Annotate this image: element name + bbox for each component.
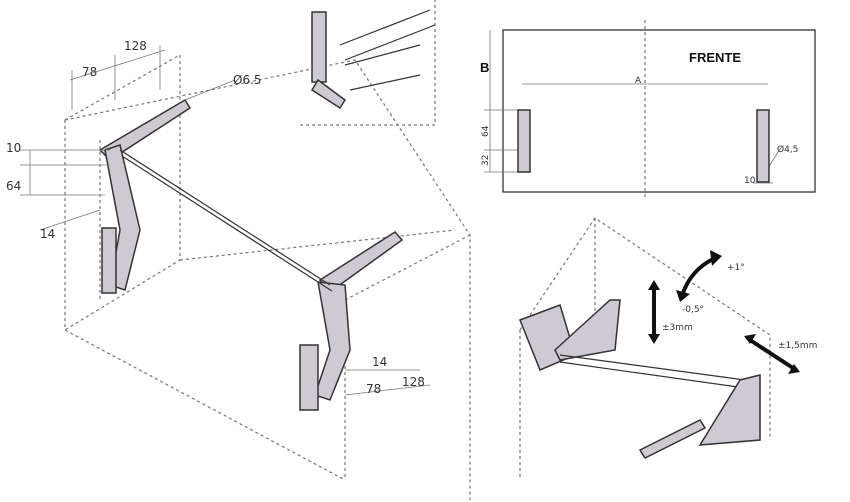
angle-minus-label: -0,5° — [682, 305, 704, 315]
right-hinge — [299, 231, 404, 411]
label-b: B — [480, 60, 489, 75]
dim-right-14: 14 — [372, 355, 387, 369]
adjustment-arrows — [648, 250, 800, 374]
dim-32: 32 — [481, 155, 491, 166]
dim-left-14: 14 — [40, 227, 55, 241]
adjustment-view — [519, 217, 771, 480]
dim-hole-diameter-front: Ø4,5 — [777, 144, 798, 155]
vertical-adjust-label: ±3mm — [662, 323, 693, 333]
dim-64: 64 — [481, 125, 491, 137]
cabinet-outline — [64, 54, 471, 500]
dim-right-128: 128 — [402, 375, 425, 389]
dim-10: 10 — [744, 176, 756, 186]
dim-top-78: 78 — [82, 65, 97, 79]
dimension-lines — [20, 45, 431, 396]
dim-right-78: 78 — [366, 382, 381, 396]
dim-top-128: 128 — [124, 39, 147, 53]
dim-hole-diameter: Ø6.5 — [233, 73, 262, 87]
label-a: A — [635, 76, 642, 86]
dim-left-10: 10 — [6, 141, 21, 155]
connecting-rod — [119, 149, 333, 292]
left-hinge — [98, 98, 192, 294]
angle-plus-label: +1° — [727, 263, 745, 273]
lateral-adjust-label: ±1,5mm — [778, 341, 817, 351]
dim-left-64: 64 — [6, 179, 21, 193]
front-view — [484, 20, 816, 200]
label-frente: FRENTE — [689, 50, 741, 65]
inset-detail — [300, 0, 436, 126]
